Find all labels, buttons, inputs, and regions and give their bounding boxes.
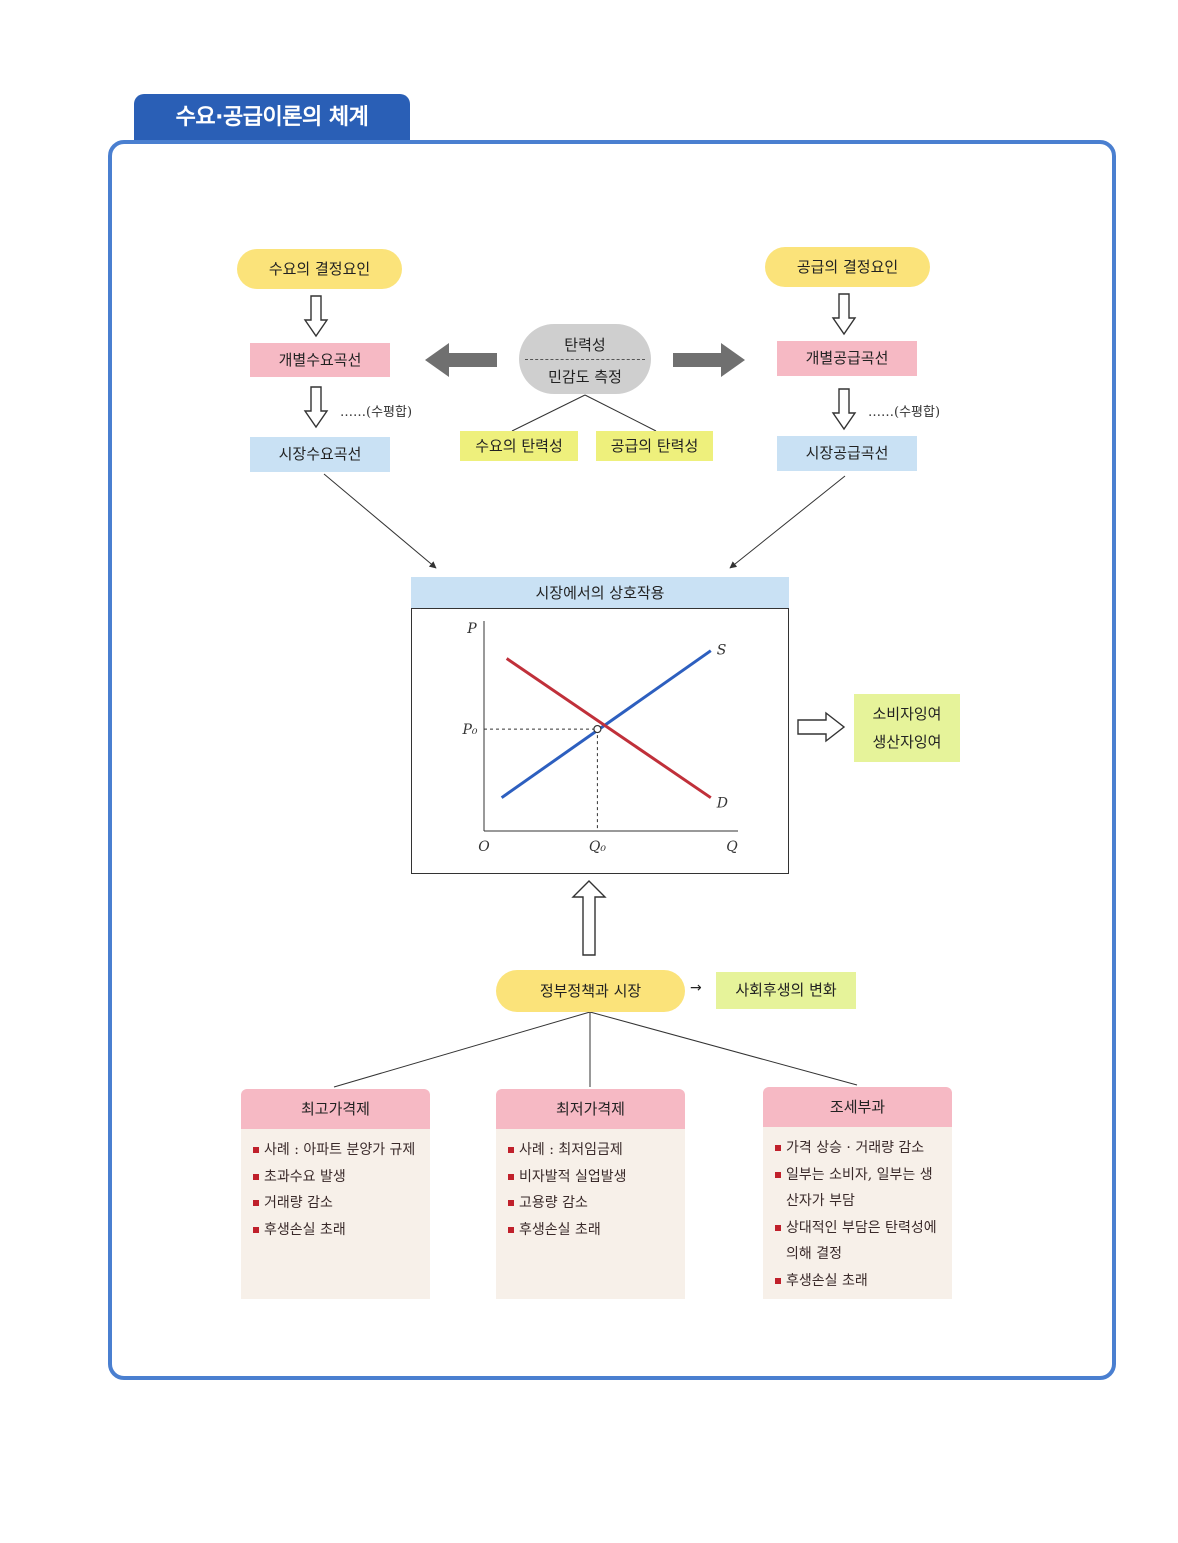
policy-arrow: → bbox=[690, 980, 702, 996]
market-demand-curve: 시장수요곡선 bbox=[250, 437, 390, 472]
list-item: 상대적인 부담은 탄력성에 의해 결정 bbox=[773, 1215, 942, 1268]
list-item: 비자발적 실업발생 bbox=[506, 1164, 675, 1191]
bullet bbox=[508, 1226, 514, 1233]
producer-surplus: 생산자잉여 bbox=[872, 733, 942, 751]
list-item: 거래량 감소 bbox=[251, 1190, 420, 1217]
consumer-surplus: 소비자잉여 bbox=[872, 705, 942, 723]
bullet bbox=[775, 1224, 781, 1231]
individual-supply-curve: 개별공급곡선 bbox=[777, 341, 917, 376]
hollow-down-arrow bbox=[303, 295, 329, 338]
section-title: 수요·공급이론의 체계 bbox=[134, 94, 410, 142]
list-item: 사례 : 최저임금제 bbox=[506, 1137, 675, 1164]
supply-to-market-arrow bbox=[729, 475, 846, 569]
diagram-frame bbox=[108, 140, 1116, 1380]
price-floor-list: 사례 : 최저임금제 비자발적 실업발생 고용량 감소 후생손실 초래 bbox=[496, 1129, 685, 1299]
p0-label: P₀ bbox=[461, 722, 477, 738]
elasticity-oval: 탄력성 민감도 측정 bbox=[519, 324, 651, 394]
bullet bbox=[253, 1147, 259, 1153]
hollow-right-arrow bbox=[797, 711, 846, 743]
bullet bbox=[775, 1171, 781, 1178]
supply-elasticity: 공급의 탄력성 bbox=[596, 431, 713, 461]
bullet bbox=[508, 1173, 514, 1180]
list-item: 사례 : 아파트 분양가 규제 bbox=[251, 1137, 420, 1164]
market-supply-curve: 시장공급곡선 bbox=[777, 436, 917, 471]
list-item: 고용량 감소 bbox=[506, 1190, 675, 1217]
taxation-title: 조세부과 bbox=[763, 1087, 952, 1127]
y-axis-label: P bbox=[466, 621, 477, 637]
origin-label: O bbox=[478, 839, 490, 855]
q0-label: Q₀ bbox=[589, 839, 606, 855]
sensitivity-label: 민감도 측정 bbox=[548, 368, 622, 386]
gray-right-arrow bbox=[673, 343, 745, 377]
bullet bbox=[253, 1173, 259, 1180]
demand-to-market-arrow bbox=[323, 473, 437, 569]
government-policy-market: 정부정책과 시장 bbox=[496, 970, 685, 1012]
individual-demand-curve: 개별수요곡선 bbox=[250, 343, 390, 377]
bullet bbox=[253, 1200, 259, 1206]
horizontal-sum-note-demand: ……(수평합) bbox=[340, 405, 413, 420]
series-label-D: D bbox=[716, 796, 728, 812]
supply-demand-chart: S D P P₀ O Q₀ Q bbox=[461, 621, 738, 855]
demand-determinants: 수요의 결정요인 bbox=[237, 249, 402, 289]
hollow-down-arrow bbox=[831, 293, 857, 336]
gray-left-arrow bbox=[425, 343, 497, 377]
elasticity-label: 탄력성 bbox=[564, 336, 606, 354]
supply-determinants: 공급의 결정요인 bbox=[765, 247, 930, 287]
surplus-box: 소비자잉여 생산자잉여 bbox=[854, 694, 960, 762]
list-item: 초과수요 발생 bbox=[251, 1164, 420, 1191]
list-item: 후생손실 초래 bbox=[251, 1217, 420, 1244]
list-item: 가격 상승 · 거래량 감소 bbox=[773, 1135, 942, 1162]
series-D bbox=[505, 657, 712, 799]
bullet bbox=[775, 1277, 781, 1284]
horizontal-sum-note-supply: ……(수평합) bbox=[868, 405, 941, 420]
equilibrium-point bbox=[593, 724, 602, 734]
social-welfare-change: 사회후생의 변화 bbox=[716, 972, 856, 1009]
bullet bbox=[253, 1226, 259, 1233]
hollow-up-arrow bbox=[571, 880, 607, 956]
price-ceiling-title: 최고가격제 bbox=[241, 1089, 430, 1129]
bullet bbox=[508, 1147, 514, 1153]
list-item: 일부는 소비자, 일부는 생산자가 부담 bbox=[773, 1162, 942, 1215]
list-item: 후생손실 초래 bbox=[506, 1217, 675, 1244]
list-item: 후생손실 초래 bbox=[773, 1268, 942, 1295]
demand-elasticity: 수요의 탄력성 bbox=[460, 431, 578, 461]
taxation-list: 가격 상승 · 거래량 감소 일부는 소비자, 일부는 생산자가 부담 상대적인… bbox=[763, 1127, 952, 1299]
supply-demand-graph-box: S D P P₀ O Q₀ Q bbox=[411, 608, 789, 874]
series-label-S: S bbox=[717, 643, 727, 659]
series-S bbox=[500, 649, 712, 799]
bullet bbox=[775, 1145, 781, 1151]
hollow-down-arrow bbox=[303, 386, 329, 429]
hollow-down-arrow bbox=[831, 388, 857, 431]
elasticity-divider bbox=[525, 359, 645, 360]
x-axis-label: Q bbox=[726, 839, 738, 855]
price-floor-title: 최저가격제 bbox=[496, 1089, 685, 1129]
bullet bbox=[508, 1200, 514, 1206]
price-ceiling-list: 사례 : 아파트 분양가 규제 초과수요 발생 거래량 감소 후생손실 초래 bbox=[241, 1129, 430, 1299]
market-interaction-header: 시장에서의 상호작용 bbox=[411, 577, 789, 610]
